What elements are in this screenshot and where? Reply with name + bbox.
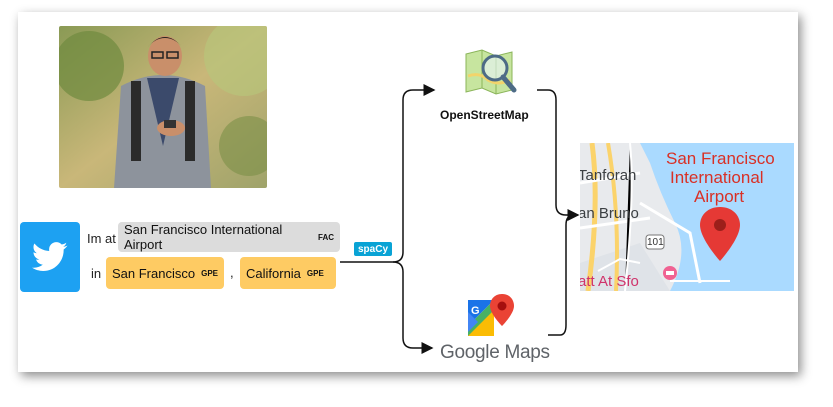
entity-text: California <box>246 265 301 281</box>
openstreetmap-label: OpenStreetMap <box>440 108 529 122</box>
entity-label: GPE <box>201 268 218 278</box>
twitter-icon <box>20 222 80 292</box>
map-place-title-2: International <box>670 168 764 187</box>
map-place-title-3: Airport <box>694 187 745 206</box>
arrow-google-to-map <box>548 214 575 336</box>
entity-gpe-city: San Francisco GPE <box>106 257 224 289</box>
result-map: San Francisco International Airport Tanf… <box>580 143 794 291</box>
tweet-comma: , <box>230 265 234 280</box>
entity-gpe-state: California GPE <box>240 257 336 289</box>
map-label-hotel: att At Sfo <box>580 273 639 290</box>
arrow-to-osm <box>340 84 436 263</box>
entity-text: San Francisco International Airport <box>124 222 283 252</box>
entity-fac: San Francisco International Airport FAC <box>118 222 340 252</box>
map-label-san-bruno: an Bruno <box>580 205 639 222</box>
arrow-to-google <box>392 261 434 354</box>
person-photo <box>59 26 267 188</box>
google-maps-label: Google Maps <box>440 342 550 363</box>
entity-label: GPE <box>306 268 324 278</box>
spacy-badge: spaCy <box>354 242 392 256</box>
entity-label: FAC <box>318 232 334 242</box>
entity-text: San Francisco <box>112 265 196 281</box>
map-route-shield: 101 <box>647 237 664 248</box>
map-place-title-1: San Francisco <box>666 149 775 168</box>
map-label-tanforan: Tanforan <box>580 167 637 184</box>
google-maps-logo-icon: G <box>464 292 518 342</box>
arrow-osm-to-map <box>537 89 580 221</box>
openstreetmap-logo-icon <box>462 46 518 98</box>
tweet-prefix-im-at: Im at <box>87 231 116 246</box>
svg-text:G: G <box>471 305 480 317</box>
tweet-prefix-in: in <box>91 266 102 281</box>
